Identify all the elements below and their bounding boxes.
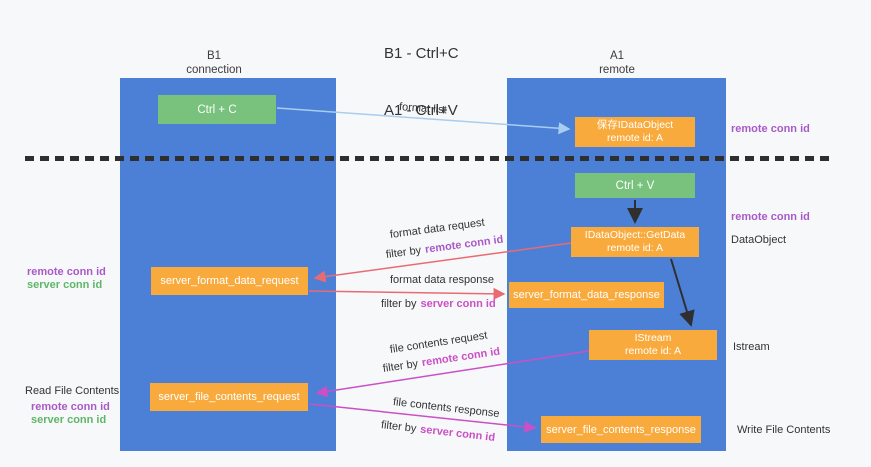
lane-b1-name: B1 bbox=[206, 50, 222, 62]
istream-side-label: Istream bbox=[733, 341, 770, 353]
remote-conn-id-top-right: remote conn id bbox=[731, 123, 810, 135]
server-file-contents-request-label: server_file_contents_request bbox=[158, 391, 300, 403]
server-format-data-request-box: server_format_data_request bbox=[151, 267, 308, 295]
server-file-contents-response-label: server_file_contents_response bbox=[546, 423, 696, 436]
istream-line1: IStream bbox=[634, 331, 672, 344]
ctrl-v-label: Ctrl + V bbox=[615, 179, 655, 192]
remote-conn-id-bottom-left: remote conn id bbox=[31, 401, 110, 413]
save-dataobject-line1: 保存IDataObject bbox=[596, 118, 674, 131]
server-conn-id-mid-left: server conn id bbox=[27, 279, 103, 291]
server-conn-id-bottom-left: server conn id bbox=[31, 414, 107, 426]
ctrl-c-box: Ctrl + C bbox=[158, 95, 276, 124]
getdata-line2: remote id: A bbox=[606, 242, 664, 254]
server-format-data-response-label: server_format_data_response bbox=[513, 289, 660, 301]
title-line-1: B1 - Ctrl+C bbox=[384, 45, 459, 62]
server-format-data-response-box: server_format_data_response bbox=[509, 282, 664, 308]
dashed-separator bbox=[25, 156, 833, 161]
remote-conn-id-filter-1: remote conn id bbox=[424, 233, 505, 256]
file-contents-response-label: file contents response bbox=[392, 396, 501, 421]
arrow-format-data-response bbox=[308, 287, 506, 300]
server-conn-id-filter-1: server conn id bbox=[420, 298, 496, 310]
filter-by-text-3: filter by bbox=[382, 357, 419, 375]
server-file-contents-request-box: server_file_contents_request bbox=[150, 383, 308, 411]
ctrl-c-label: Ctrl + C bbox=[197, 103, 237, 116]
getdata-line1: IDataObject::GetData bbox=[584, 228, 686, 241]
filter-by-text-1: filter by bbox=[385, 244, 422, 261]
lane-header-b1: B1 connection bbox=[159, 49, 269, 77]
remote-conn-id-mid-right: remote conn id bbox=[731, 211, 810, 223]
lane-header-a1: A1 remote bbox=[562, 49, 672, 77]
lane-a1-subtitle: remote bbox=[599, 64, 635, 76]
lane-b1-subtitle: connection bbox=[186, 64, 242, 76]
remote-conn-id-mid-left: remote conn id bbox=[27, 266, 106, 278]
lane-a1-name: A1 bbox=[609, 50, 625, 62]
filter-by-text-2: filter by bbox=[381, 298, 417, 310]
diagram-title: B1 - Ctrl+C A1 - Ctrl+V bbox=[384, 6, 459, 158]
istream-line2: remote id: A bbox=[624, 345, 682, 357]
ctrl-v-box: Ctrl + V bbox=[575, 173, 695, 198]
dataobject-label: DataObject bbox=[731, 234, 787, 246]
format-data-response-label: format data response bbox=[390, 274, 494, 286]
save-dataobject-line2: remote id: A bbox=[606, 132, 664, 144]
getdata-box: IDataObject::GetData remote id: A bbox=[571, 227, 699, 257]
read-file-contents-label: Read File Contents bbox=[25, 385, 120, 397]
write-file-contents-label: Write File Contents bbox=[737, 424, 831, 436]
server-conn-id-filter-2: server conn id bbox=[419, 423, 496, 444]
server-file-contents-response-box: server_file_contents_response bbox=[541, 416, 701, 443]
istream-box: IStream remote id: A bbox=[589, 330, 717, 360]
save-dataobject-box: 保存IDataObject remote id: A bbox=[575, 117, 695, 147]
filter-by-text-4: filter by bbox=[380, 419, 417, 435]
server-format-data-request-label: server_format_data_request bbox=[160, 275, 299, 287]
